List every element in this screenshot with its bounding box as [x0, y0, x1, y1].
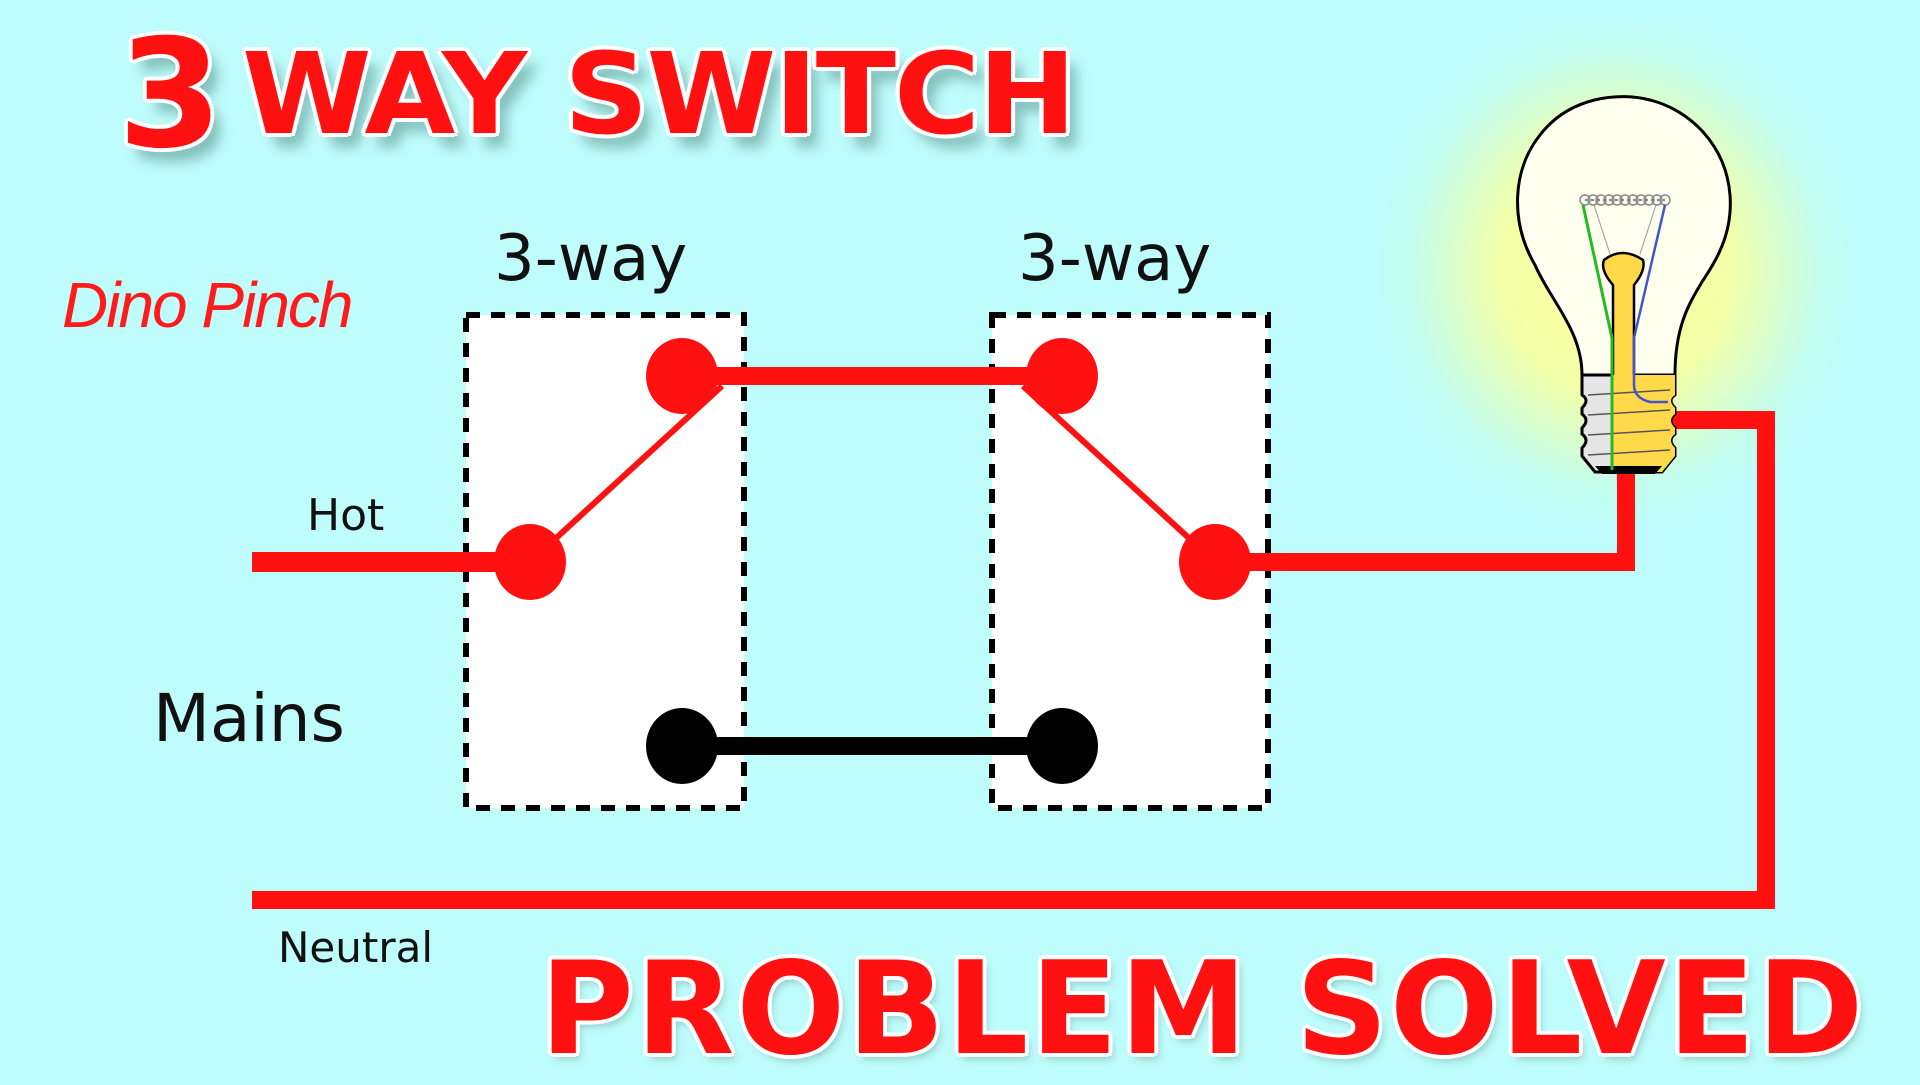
switch-left-traveler-top-terminal — [646, 338, 718, 414]
neutral-wire — [252, 411, 1775, 909]
switch-left-label: 3-way — [494, 222, 688, 296]
light-bulb-icon — [1516, 95, 1732, 474]
switch-right-traveler-top-terminal — [1026, 338, 1098, 414]
switch-right-lever — [1020, 383, 1218, 565]
switch-left-lever — [527, 383, 725, 565]
switch-right-common-terminal — [1179, 524, 1251, 600]
footer-banner: PROBLEM SOLVED — [540, 935, 1866, 1084]
switch-right-label: 3-way — [1018, 222, 1212, 296]
title-number: 3 — [118, 8, 222, 182]
lamp-feed-wire — [1215, 468, 1635, 571]
switch-left-common-terminal — [494, 524, 566, 600]
title-text: WAY SWITCH — [242, 30, 1077, 160]
switch-right-traveler-bottom-terminal — [1026, 708, 1098, 784]
neutral-label: Neutral — [278, 923, 434, 972]
switch-left-traveler-bottom-terminal — [646, 708, 718, 784]
brand-watermark: Dino Pinch — [62, 269, 353, 341]
mains-label: Mains — [153, 680, 345, 757]
hot-label: Hot — [307, 490, 385, 541]
